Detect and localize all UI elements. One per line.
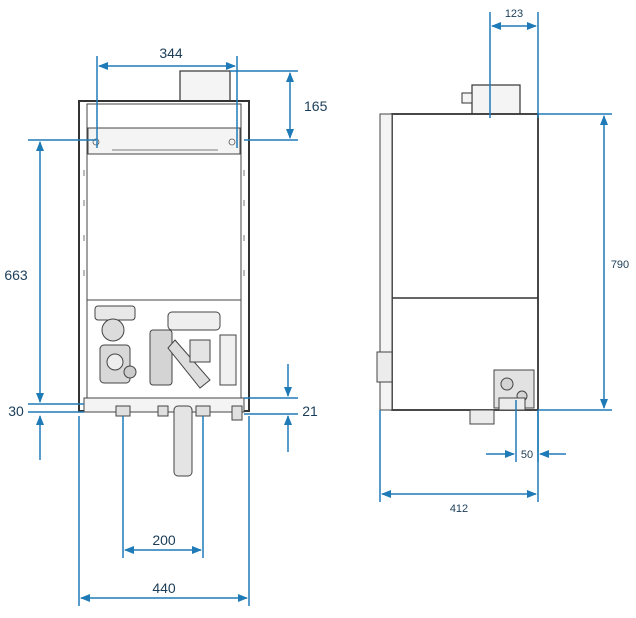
side-connection-assembly (469, 369, 535, 425)
dim-label-width-top: 344 (159, 45, 183, 61)
dim-label-total-width: 440 (152, 580, 176, 596)
dim-label-pipe-spacing: 200 (152, 532, 176, 548)
condensate-drain-pipe (173, 405, 193, 477)
side-casing (391, 113, 539, 411)
dim-label-front-height: 663 (4, 267, 28, 283)
dimension-lines (28, 12, 612, 606)
dim-label-side-depth: 412 (450, 503, 468, 515)
dim-label-connection: 50 (521, 449, 533, 461)
dim-label-bottom-left: 30 (8, 403, 24, 419)
dim-label-side-flue-width: 123 (505, 8, 523, 20)
hydraulic-components (94, 305, 237, 389)
front-view (78, 70, 250, 477)
dim-label-flue-height: 165 (304, 98, 328, 114)
dim-label-side-height: 790 (611, 259, 629, 271)
dimension-labels: 344 165 663 30 21 200 440 123 790 50 412 (2, 8, 634, 596)
side-flue-outlet (471, 84, 521, 116)
side-wall-bracket (379, 113, 393, 411)
side-view (376, 84, 539, 425)
dim-label-bottom-right: 21 (302, 403, 318, 419)
